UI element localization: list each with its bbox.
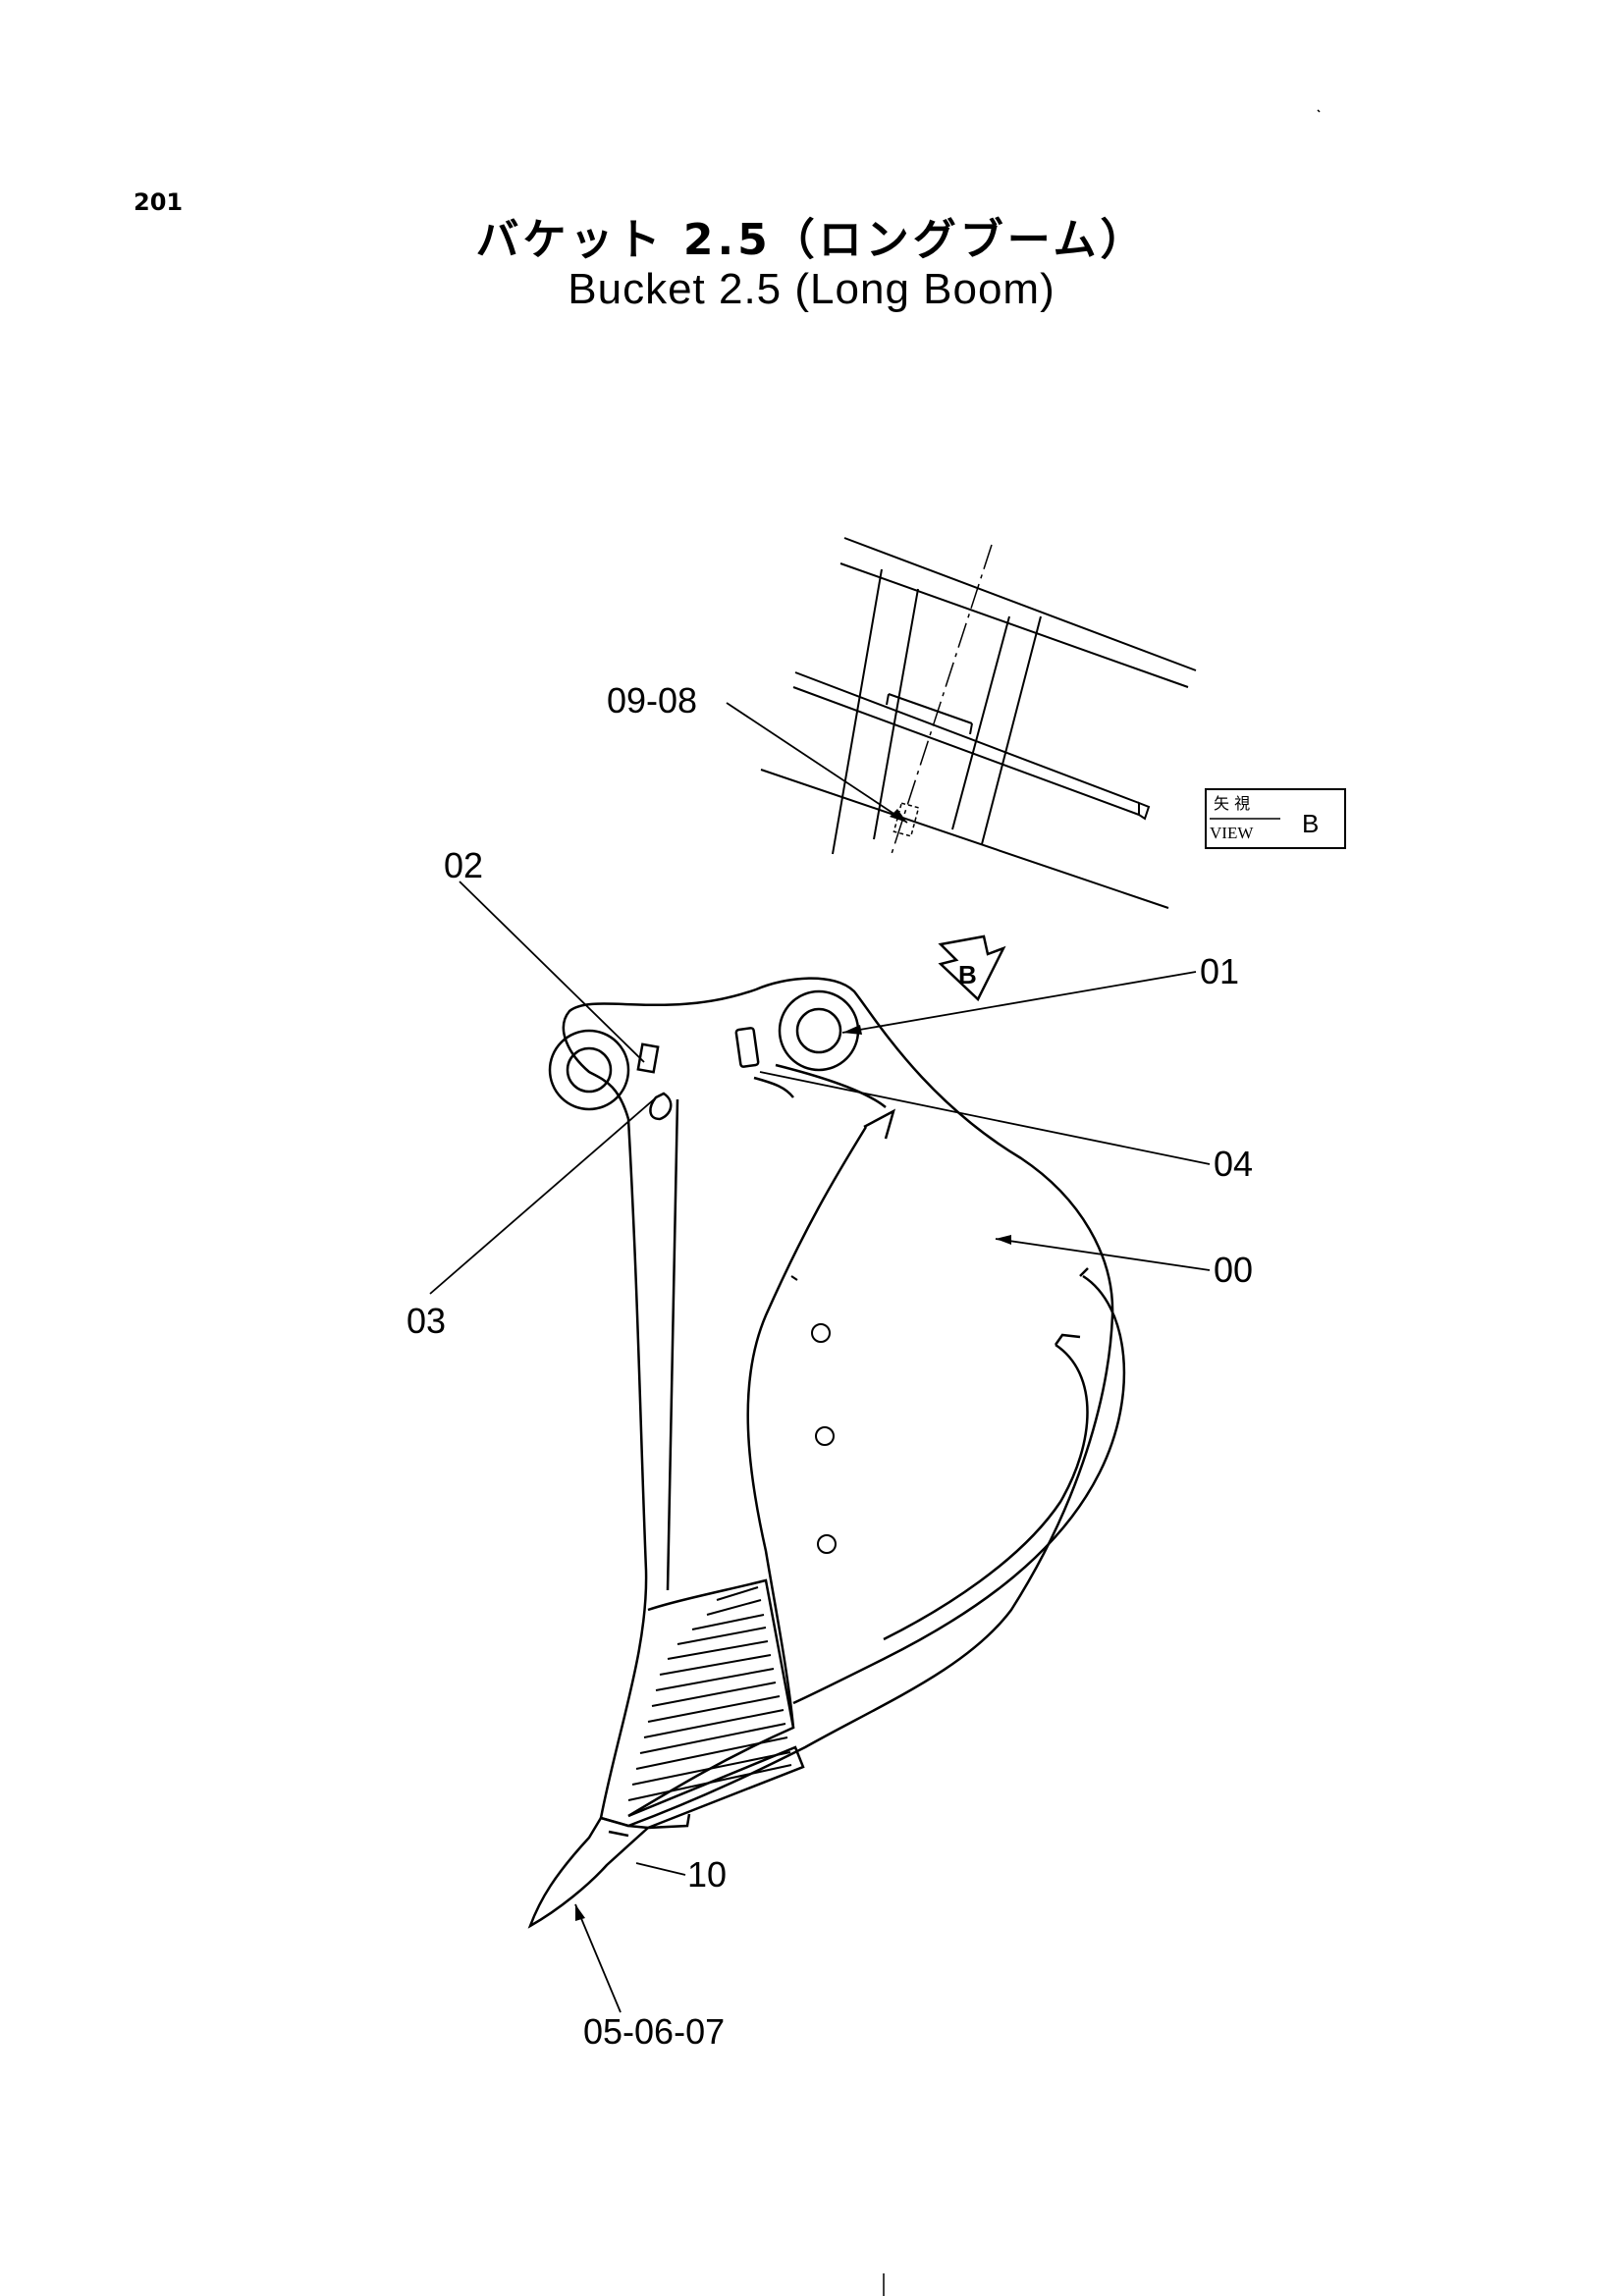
leader-lines — [429, 702, 1211, 2013]
view-b-english: VIEW — [1210, 824, 1254, 842]
view-direction-arrow: B — [938, 934, 1006, 1002]
title-japanese: バケット 2.5（ロングブーム） — [475, 215, 1148, 265]
pin-bosses — [548, 989, 860, 1121]
view-b-detail — [760, 537, 1197, 909]
label-09-08: 09-08 — [607, 680, 697, 721]
label-01: 01 — [1200, 951, 1239, 991]
view-b-label-box: 矢 視 VIEW B — [1205, 788, 1346, 849]
title-english: Bucket 2.5 (Long Boom) — [568, 265, 1055, 313]
bucket-body — [527, 977, 1126, 1929]
side-holes — [790, 1275, 837, 1554]
leader-arrowheads — [575, 809, 1011, 1921]
label-04: 04 — [1214, 1144, 1253, 1184]
page-number: 201 — [134, 188, 184, 216]
view-b-japanese: 矢 視 — [1214, 794, 1250, 813]
label-03: 03 — [406, 1301, 446, 1341]
view-b-letter: B — [1302, 809, 1319, 838]
view-arrow-letter: B — [958, 960, 977, 989]
label-10: 10 — [687, 1854, 727, 1895]
bucket-ribs — [627, 1586, 792, 1801]
label-00: 00 — [1214, 1250, 1253, 1290]
label-05-06-07: 05-06-07 — [583, 2011, 725, 2052]
bottom-edge-marks — [883, 109, 1321, 2296]
label-02: 02 — [444, 845, 483, 885]
